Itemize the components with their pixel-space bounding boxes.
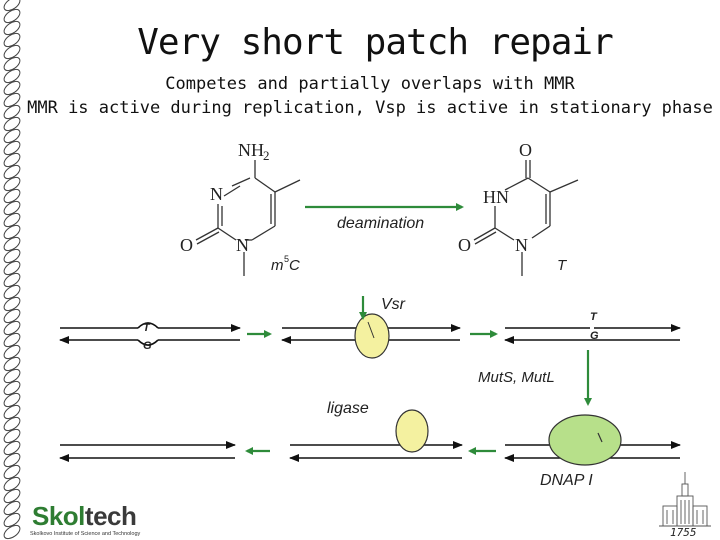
decorative-border (3, 0, 21, 540)
chain-link (3, 68, 21, 84)
university-building-emblem (659, 472, 711, 527)
chain-link (3, 20, 21, 36)
chain-link (3, 260, 21, 276)
chain-link (3, 188, 21, 204)
carbonyl-oxygen-right: O (458, 235, 471, 255)
vsr-label: Vsr (381, 296, 406, 313)
thymine-n-bottom: N (515, 235, 528, 255)
chain-link (3, 164, 21, 180)
thymine-label: T (557, 257, 568, 274)
chain-link (3, 200, 21, 216)
chain-link (3, 284, 21, 300)
chain-link (3, 0, 21, 12)
m5c-label-sup: 5 (284, 254, 289, 264)
chain-link (3, 44, 21, 60)
dnap-protein (548, 414, 622, 466)
chain-link (3, 356, 21, 372)
carbonyl-oxygen-top: O (519, 140, 532, 160)
mismatch-t: T (143, 322, 151, 334)
subtitle-line-2: MMR is active during replication, Vsp is… (27, 98, 713, 118)
chain-link (3, 476, 21, 492)
chain-link (3, 416, 21, 432)
vsr-protein (354, 313, 390, 359)
chain-link (3, 368, 21, 384)
logo-wordmark: Skoltech (32, 501, 137, 531)
chain-link (3, 8, 21, 24)
chain-link (3, 176, 21, 192)
mismatch-duplex (59, 322, 241, 346)
chain-link (3, 56, 21, 72)
chain-link (3, 332, 21, 348)
chain-link (3, 320, 21, 336)
chain-link (3, 224, 21, 240)
nicked-t: T (590, 311, 598, 323)
dnap-inner-mark (597, 432, 603, 443)
chain-link (3, 92, 21, 108)
carbonyl-oxygen-left: O (180, 235, 193, 255)
chain-link (3, 272, 21, 288)
chain-link (3, 32, 21, 48)
subtitle-line-1: Competes and partially overlaps with MMR (165, 74, 575, 94)
m5c-label-m: m (271, 257, 284, 274)
chain-link (3, 308, 21, 324)
deamination-label: deamination (337, 215, 424, 232)
ligase-duplex (289, 441, 463, 462)
chain-link (3, 464, 21, 480)
chain-link (3, 380, 21, 396)
thymine-structure (473, 160, 579, 276)
m5c-label-c: C (289, 257, 300, 274)
logo-tagline: Skolkovo Institute of Science and Techno… (30, 531, 141, 537)
hn-label: HN (483, 187, 509, 207)
methylcytosine-structure (195, 160, 301, 276)
emblem-year: 1755 (670, 526, 697, 539)
chain-link (3, 404, 21, 420)
muts-mutl-label: MutS, MutL (478, 369, 555, 386)
chain-link (3, 236, 21, 252)
mismatch-g: G (143, 340, 152, 352)
chain-link (3, 140, 21, 156)
chain-link (3, 212, 21, 228)
chain-link (3, 512, 21, 528)
ligase-protein (395, 409, 429, 453)
ring-n-top: N (210, 184, 223, 204)
vsr-inner-mark (367, 321, 375, 339)
chain-link (3, 116, 21, 132)
repaired-duplex (59, 441, 236, 462)
chain-link (3, 296, 21, 312)
chain-link (3, 152, 21, 168)
chain-link (3, 524, 21, 540)
ligase-label: ligase (327, 400, 369, 417)
chain-link (3, 104, 21, 120)
chain-link (3, 344, 21, 360)
amine-subscript: 2 (263, 148, 270, 163)
chain-link (3, 488, 21, 504)
chain-link (3, 128, 21, 144)
nicked-duplex (504, 324, 681, 344)
chain-link (3, 440, 21, 456)
chain-link (3, 392, 21, 408)
chain-link (3, 452, 21, 468)
nicked-g: G (590, 330, 599, 342)
slide-title: Very short patch repair (137, 22, 614, 63)
amine-label: NH (238, 140, 264, 160)
chain-link (3, 248, 21, 264)
dnap-label: DNAP I (540, 472, 593, 489)
chain-link (3, 500, 21, 516)
chain-link (3, 80, 21, 96)
chain-link (3, 428, 21, 444)
ring-n-bottom: N (236, 235, 249, 255)
skoltech-logo: Skoltech Skolkovo Institute of Science a… (28, 501, 152, 539)
